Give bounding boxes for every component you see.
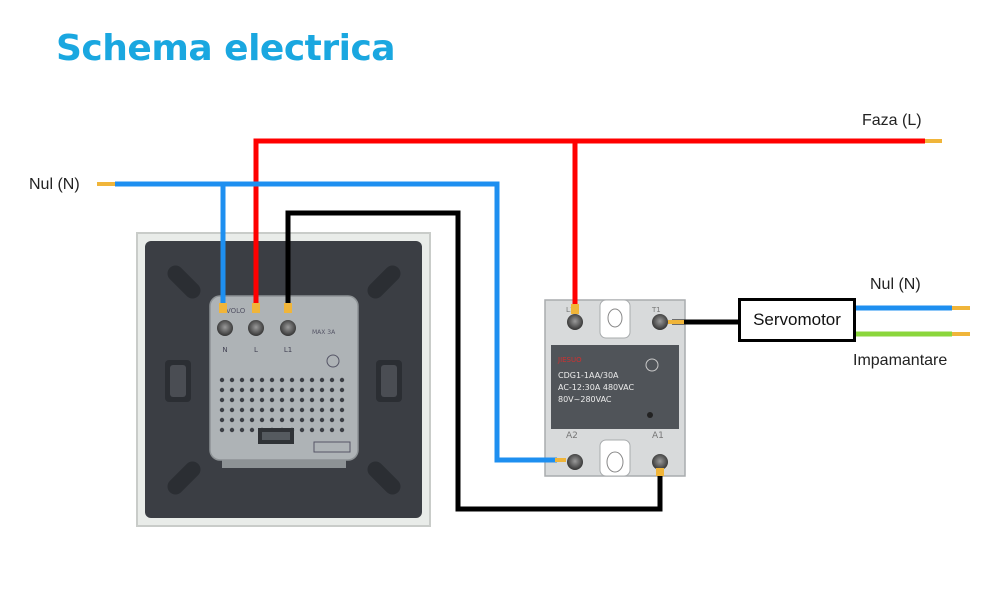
vent-grid: [219, 377, 345, 433]
terminal-screw-l: [248, 320, 264, 336]
terminal-label-l: L: [254, 346, 258, 354]
thermostat-brand: LIVOLO: [220, 307, 246, 315]
relay-screw-a1: [652, 454, 668, 470]
servomotor-label: Servomotor: [753, 310, 841, 329]
relay-label-a1: A1: [652, 431, 664, 441]
terminal-screw-n: [217, 320, 233, 336]
relay-control-range: 80V~280VAC: [558, 395, 612, 404]
servomotor-box: Servomotor: [738, 298, 856, 342]
neutral-label-right: Nul (N): [870, 276, 921, 293]
neutral-wire: [115, 181, 557, 463]
relay-screw-a2: [567, 454, 583, 470]
wall-plate: LIVOLO MAX 3A N L L1: [136, 232, 431, 527]
ground-label: Impamantare: [853, 352, 948, 369]
relay-screw-t1: [652, 314, 668, 330]
neutral-label-left: Nul (N): [29, 176, 80, 193]
phase-label: Faza (L): [862, 112, 922, 129]
relay-screw-l1: [567, 314, 583, 330]
terminal-label-l1: L1: [284, 346, 292, 354]
page-title: Schema electrica: [56, 28, 396, 69]
terminal-label-n: N: [222, 346, 227, 354]
phase-wire: [253, 138, 925, 303]
control-wire: [285, 210, 663, 512]
relay-model: CDG1-1AA/30A: [558, 371, 619, 380]
solid-state-relay: JIESUO CDG1-1AA/30A AC-12:30A 480VAC 80V…: [544, 299, 686, 477]
relay-brand: JIESUO: [557, 356, 582, 364]
relay-label-a2: A2: [566, 431, 578, 441]
thermostat-rating: MAX 3A: [312, 329, 336, 336]
terminal-screw-l1: [280, 320, 296, 336]
relay-load-rating: AC-12:30A 480VAC: [558, 383, 634, 392]
relay-label-t1: T1: [651, 306, 661, 314]
relay-label-l1: L1: [566, 306, 574, 314]
